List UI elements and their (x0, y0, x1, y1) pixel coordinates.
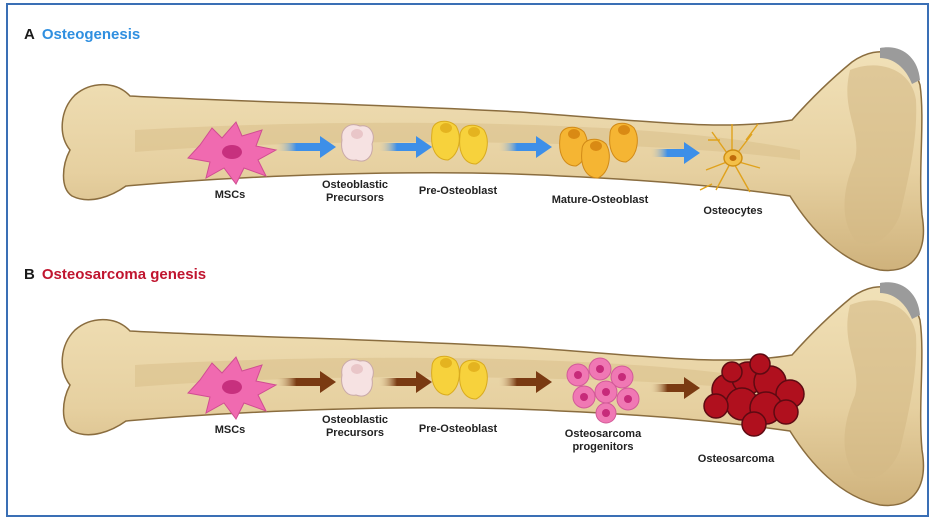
label-a-precursors: Osteoblastic Precursors (310, 179, 400, 205)
label-b-pre-osteoblast: Pre-Osteoblast (403, 423, 513, 436)
panel-a-title: A Osteogenesis (24, 26, 140, 43)
label-b-osteosarcoma: Osteosarcoma (686, 453, 786, 466)
label-b-precursors-line1: Osteoblastic (310, 414, 400, 427)
panel-a-letter: A (24, 26, 35, 43)
panel-b-title: B Osteosarcoma genesis (24, 266, 206, 283)
panel-b-title-text: Osteosarcoma genesis (42, 266, 206, 283)
label-a-pre-osteoblast: Pre-Osteoblast (403, 185, 513, 198)
label-b-progenitors-line2: progenitors (548, 441, 658, 454)
precursor-cell-a (342, 125, 374, 161)
label-b-progenitors-line1: Osteosarcoma (548, 428, 658, 441)
label-a-precursors-line1: Osteoblastic (310, 179, 400, 192)
label-a-msc: MSCs (205, 189, 255, 202)
label-b-precursors: Osteoblastic Precursors (310, 414, 400, 440)
label-a-mature-osteoblast: Mature-Osteoblast (540, 194, 660, 207)
label-b-precursors-line2: Precursors (310, 427, 400, 440)
label-b-msc: MSCs (205, 424, 255, 437)
label-a-osteocytes: Osteocytes (688, 205, 778, 218)
label-b-progenitors: Osteosarcoma progenitors (548, 428, 658, 454)
panel-a-title-text: Osteogenesis (42, 26, 140, 43)
label-a-precursors-line2: Precursors (310, 192, 400, 205)
precursor-cell-b (342, 360, 374, 396)
panel-b-letter: B (24, 266, 35, 283)
